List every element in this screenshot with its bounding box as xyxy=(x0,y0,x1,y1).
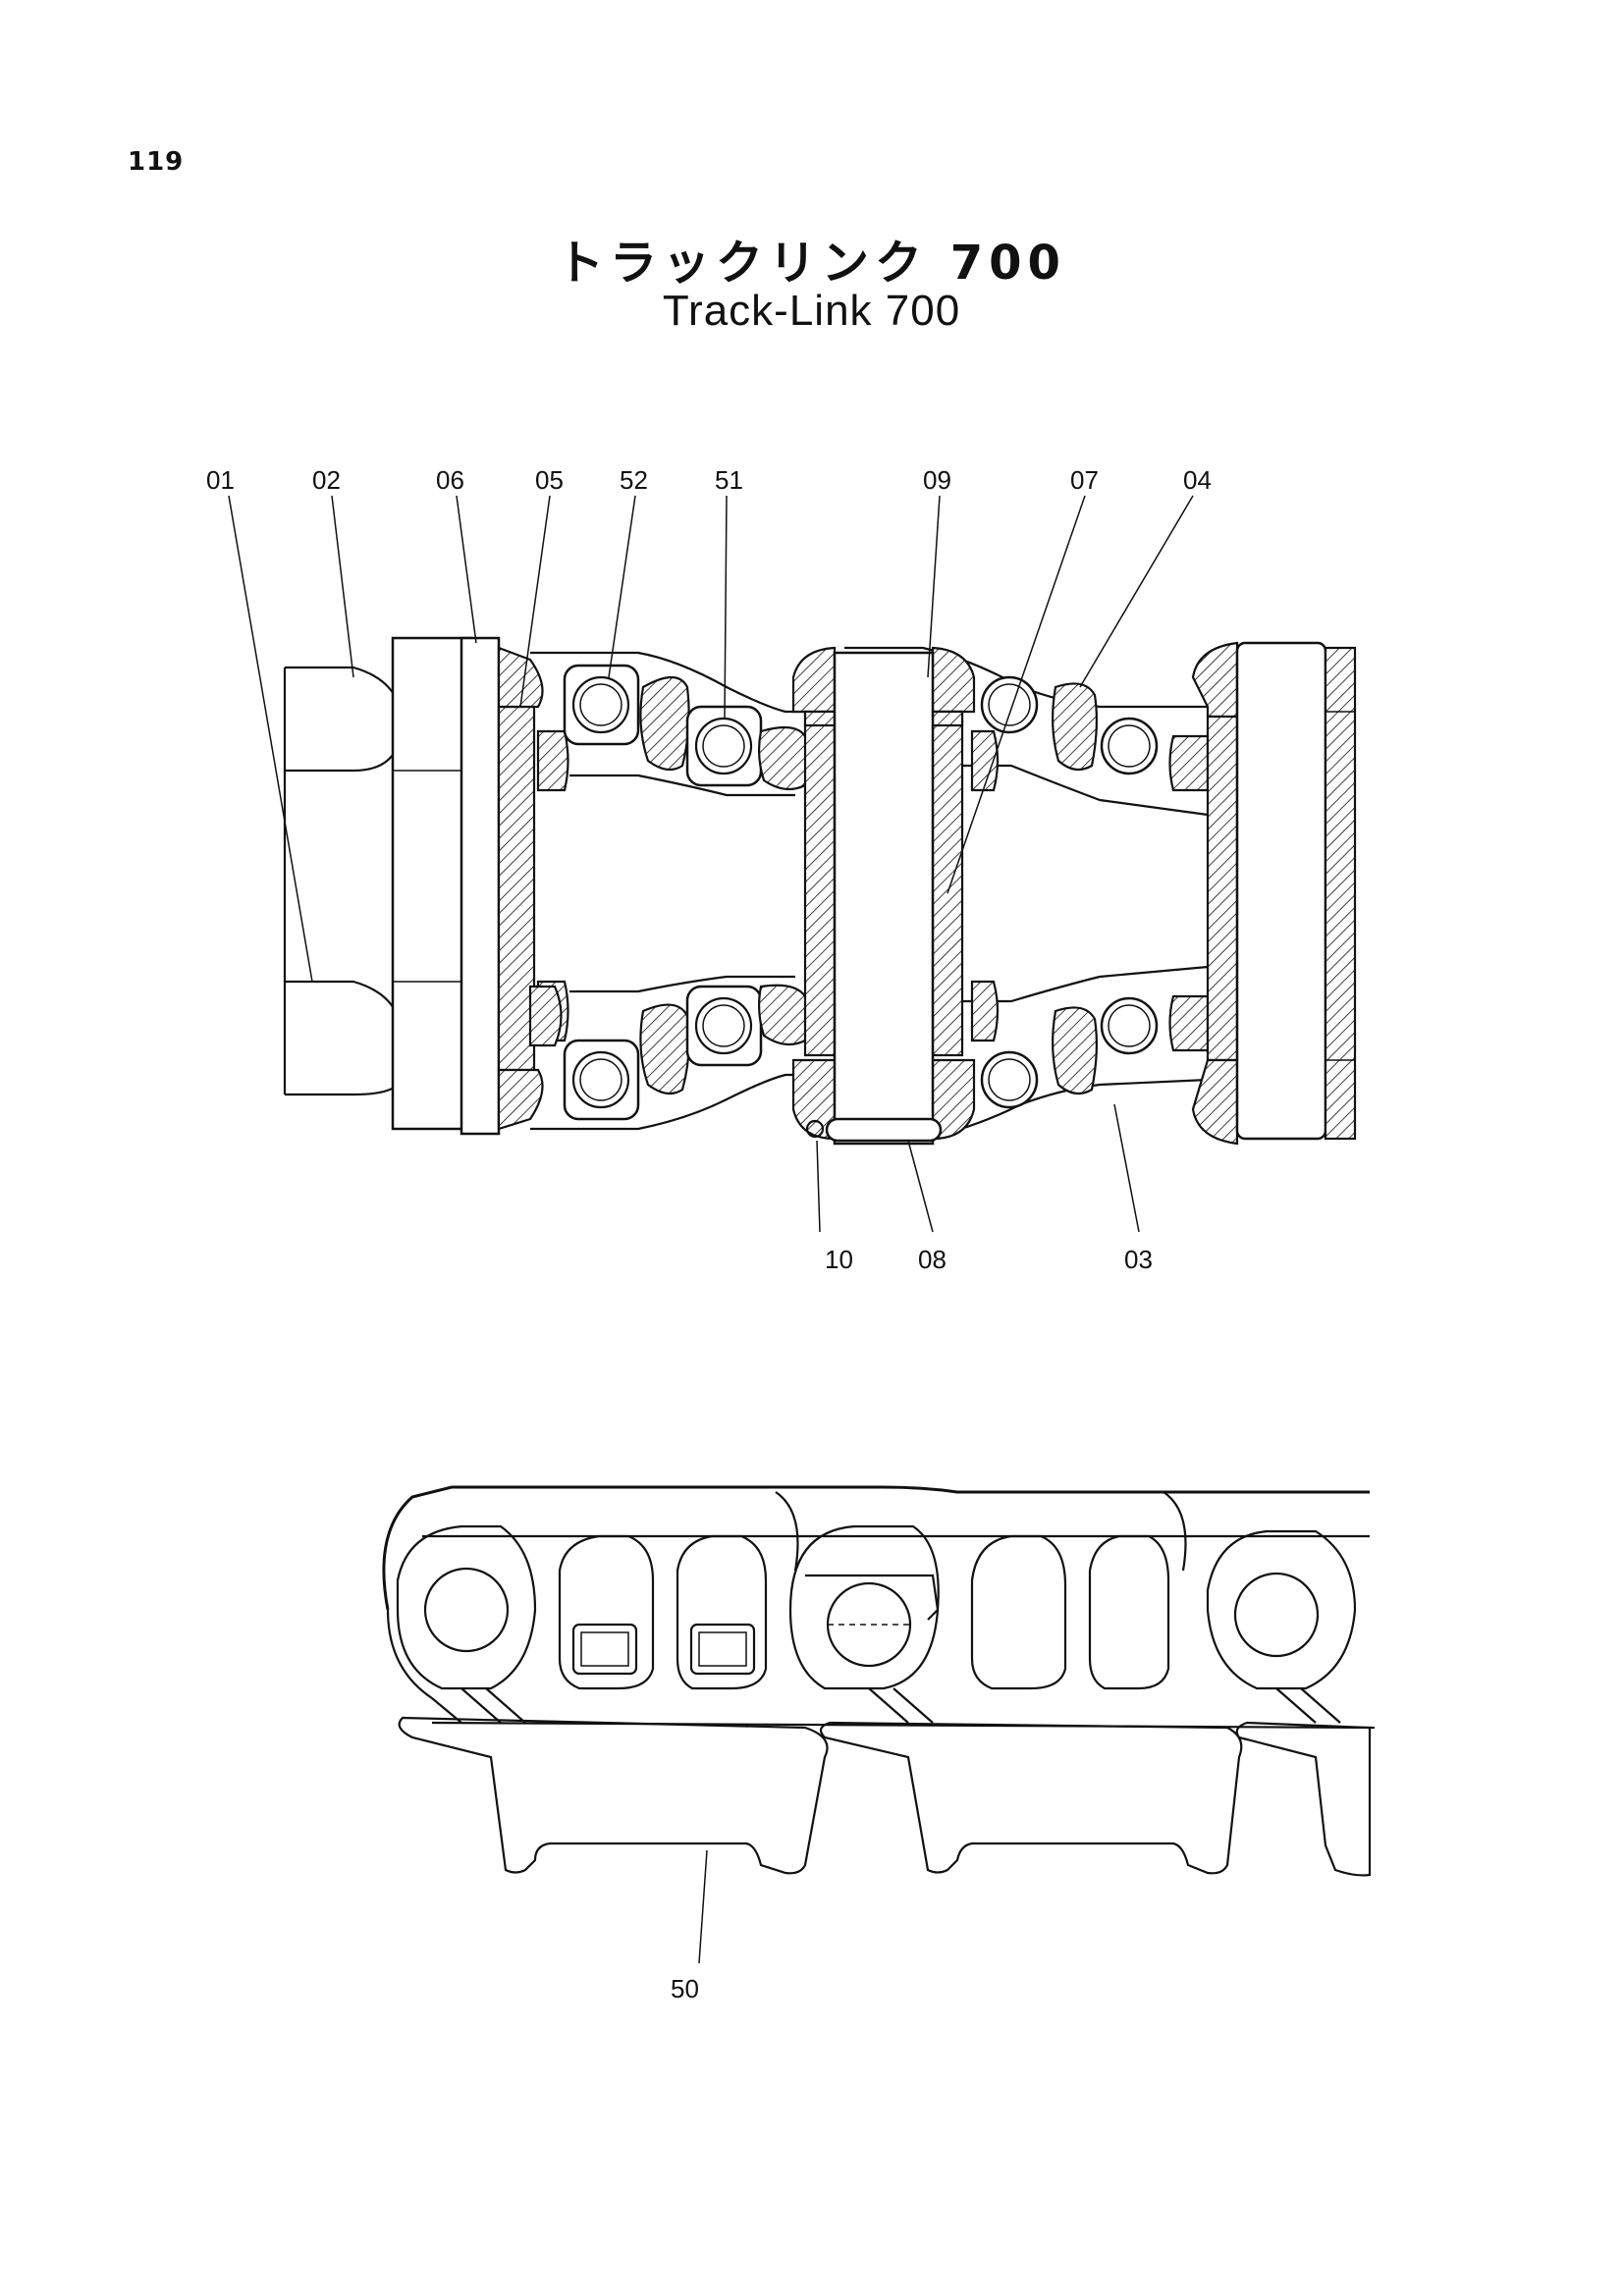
callout-10: 10 xyxy=(825,1245,853,1274)
bushing-07-right xyxy=(931,710,964,1057)
link-tread-upper-a xyxy=(639,675,690,772)
link-eye-left xyxy=(396,1524,537,1690)
callout-07: 07 xyxy=(1070,465,1099,495)
link-tread-lower-c xyxy=(1052,1006,1098,1095)
link-tread-upper-c xyxy=(1052,682,1098,772)
callout-01: 01 xyxy=(206,465,235,495)
link-window-1 xyxy=(558,1534,655,1690)
side-view xyxy=(382,1485,1376,1964)
track-shoe-3 xyxy=(1235,1721,1372,1877)
link-eye-right xyxy=(1206,1529,1357,1690)
link-window-3 xyxy=(970,1534,1067,1690)
left-rail-lower xyxy=(285,980,400,1096)
seal-upper-center-right xyxy=(931,646,976,714)
callout-08: 08 xyxy=(918,1245,947,1274)
link-body-lower-1 xyxy=(530,1073,805,1131)
callout-03: 03 xyxy=(1124,1245,1153,1274)
nut-52-lower xyxy=(563,1039,640,1121)
callout-50: 50 xyxy=(671,1974,699,2003)
bushing-right xyxy=(1206,715,1239,1062)
link-window-2 xyxy=(676,1534,768,1690)
nut-51-lower xyxy=(685,985,763,1067)
pin-end-08 xyxy=(825,1117,943,1143)
bushing-07-left xyxy=(803,710,837,1057)
bushing-right-outer xyxy=(1324,646,1357,1141)
track-shoe-1 xyxy=(398,1716,829,1875)
pin-right xyxy=(1235,641,1327,1141)
left-bushing-block xyxy=(391,636,473,1131)
link-pin-view xyxy=(788,1524,940,1690)
left-rail-upper xyxy=(285,666,400,773)
link-body-upper-1 xyxy=(530,651,805,714)
title-japanese: トラックリンク 700 xyxy=(557,236,1066,291)
callout-51: 51 xyxy=(715,465,743,495)
spacer-lower-b xyxy=(528,985,563,1047)
leader-lines xyxy=(228,495,1194,1233)
callout-05: 05 xyxy=(535,465,564,495)
seal-upper-center-left xyxy=(791,646,837,714)
callout-04: 04 xyxy=(1183,465,1212,495)
sectional-view xyxy=(283,636,1357,1146)
nut-51-upper xyxy=(685,705,763,787)
callout-02: 02 xyxy=(312,465,341,495)
page-number: 119 xyxy=(128,147,185,177)
plate-06 xyxy=(460,636,501,1136)
link-outline-top xyxy=(382,1485,1370,1611)
ring-10 xyxy=(805,1119,825,1139)
pin-center xyxy=(833,651,935,1146)
callout-06: 06 xyxy=(436,465,464,495)
nut-52-upper xyxy=(563,664,640,746)
callout-09: 09 xyxy=(923,465,951,495)
bushing-05 xyxy=(497,705,536,1072)
callout-52: 52 xyxy=(620,465,648,495)
title-english: Track-Link 700 xyxy=(662,287,961,335)
callouts-bottom: 10 08 03 xyxy=(825,1245,1153,1274)
link-window-4 xyxy=(1088,1534,1170,1690)
spacer-upper-left xyxy=(536,729,569,792)
callouts-top: 01 02 06 05 52 51 09 07 04 xyxy=(206,465,1212,495)
link-tread-lower-a xyxy=(639,1003,690,1095)
seal-lower-left xyxy=(497,1068,544,1131)
track-shoe-2 xyxy=(819,1721,1243,1875)
seal-upper-left xyxy=(497,646,544,709)
link-tread-lower-b xyxy=(757,984,811,1046)
link-tread-upper-b xyxy=(757,725,811,791)
